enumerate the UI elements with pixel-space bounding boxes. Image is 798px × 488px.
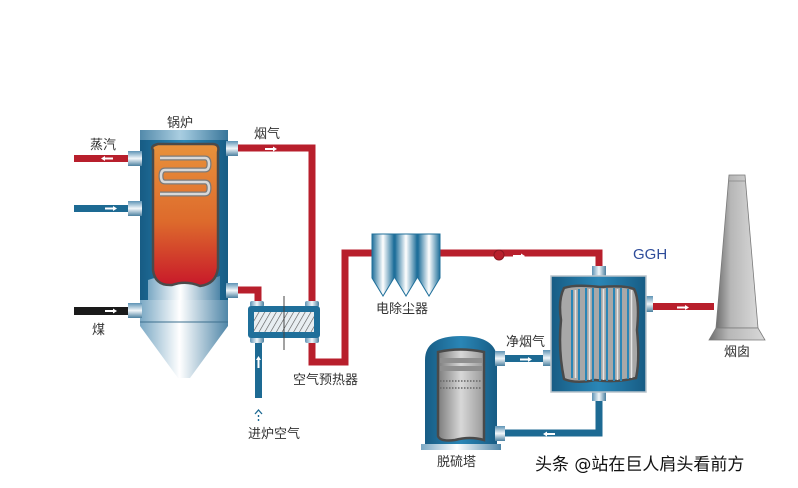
furnace-air-label: 进炉空气: [248, 426, 300, 442]
desulfurization-tower: [421, 336, 505, 450]
arrow-up-icon: [256, 356, 261, 368]
steam-pipe: [74, 155, 130, 162]
air-preheater: [248, 296, 320, 350]
flue-gas-pipe-to-esp: [308, 249, 372, 366]
boiler-label: 锅炉: [167, 115, 193, 131]
flue-gas-label: 烟气: [254, 126, 280, 142]
arrow-right-icon: [105, 308, 117, 314]
raw-gas-pipe-to-tower: [498, 395, 603, 437]
flue-gas-nozzle-upper: [226, 141, 238, 156]
steam-nozzle: [128, 151, 142, 166]
fan-icon: [493, 249, 505, 261]
arrow-right-icon: [677, 305, 689, 310]
steam-label: 蒸汽: [90, 138, 116, 153]
clean-gas-pipe: [498, 355, 550, 362]
chimney: [708, 174, 766, 341]
desulfurization-tower-label: 脱硫塔: [437, 455, 476, 470]
arrow-left-icon: [101, 156, 113, 161]
ggh-label: GGH: [633, 246, 667, 263]
ggh-heat-exchanger: [543, 266, 653, 401]
chimney-label: 烟囱: [724, 345, 750, 360]
coal-pipe: [74, 307, 130, 315]
air-intake-icon: [254, 409, 263, 421]
esp-label: 电除尘器: [376, 302, 428, 317]
watermark: 头条 @站在巨人肩头看前方: [535, 455, 744, 475]
flue-gas-pipe-to-chimney: [650, 303, 714, 310]
arrow-left-icon: [543, 431, 555, 437]
electrostatic-precipitator: [371, 233, 441, 297]
arrow-right-icon: [265, 146, 277, 152]
flue-gas-nozzle-lower: [226, 283, 238, 298]
coal-nozzle: [128, 303, 142, 318]
boiler: [140, 130, 228, 378]
coal-label: 煤: [92, 323, 105, 338]
feedwater-nozzle: [128, 201, 142, 216]
clean-flue-gas-label: 净烟气: [506, 334, 545, 350]
arrow-right-icon: [520, 357, 532, 362]
flue-gas-pipe-lower: [236, 286, 262, 305]
arrow-right-icon: [513, 253, 525, 259]
air-preheater-label: 空气预热器: [293, 372, 358, 388]
furnace-air-pipe: [255, 340, 262, 398]
feedwater-pipe: [74, 205, 130, 212]
arrow-right-icon: [105, 206, 117, 211]
flue-gas-pipe-to-ggh: [440, 249, 603, 270]
flue-gas-pipe-top: [236, 144, 316, 305]
